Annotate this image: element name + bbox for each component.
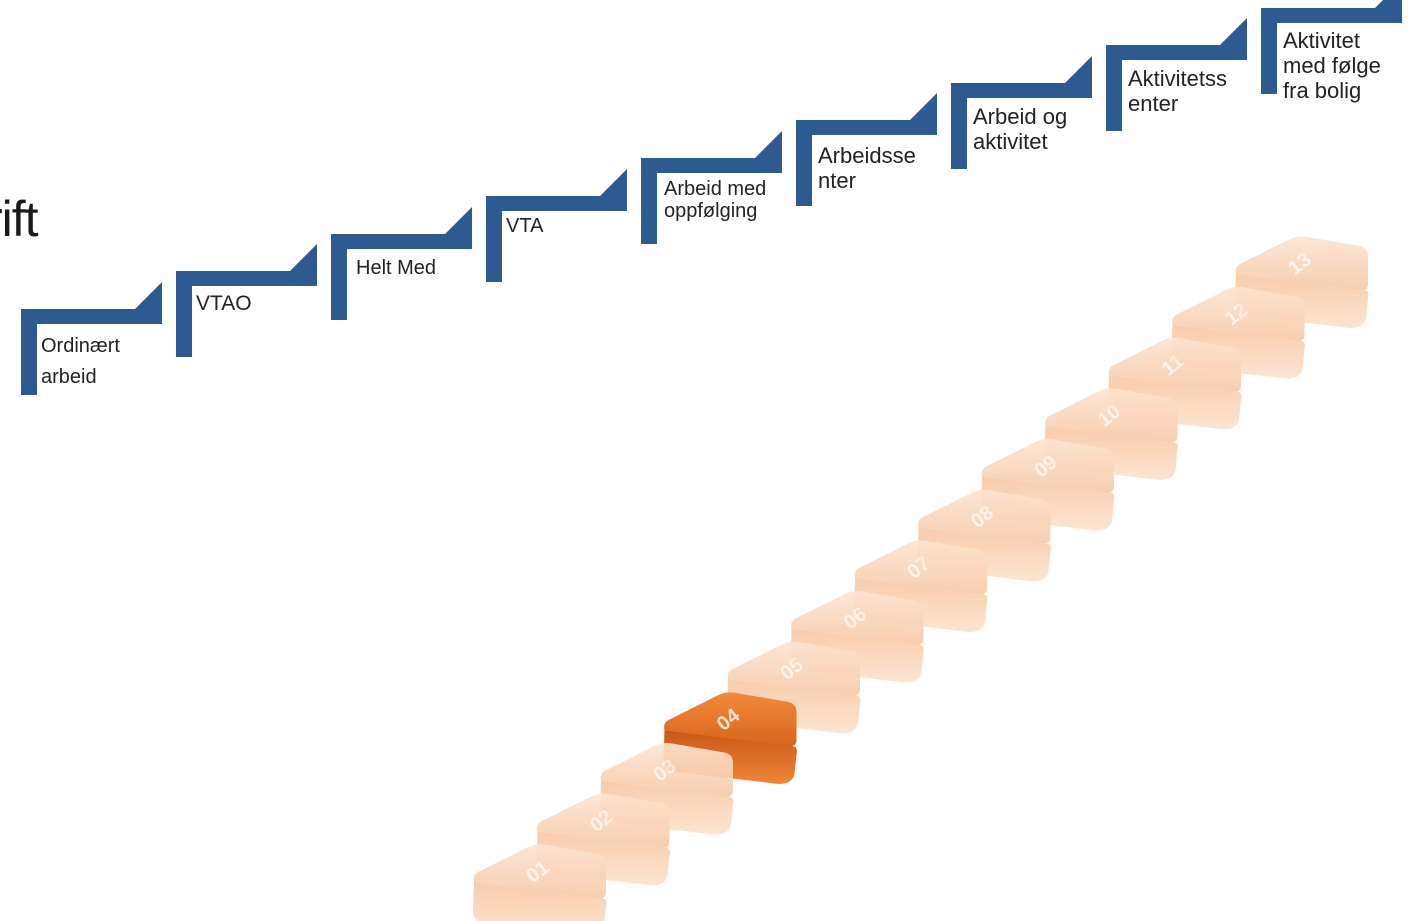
- brick-top-face: [537, 793, 670, 848]
- step-post: [796, 120, 812, 206]
- step-aktivitet-med-folge-fra-bolig: Aktivitet med følge fra bolig: [1261, 0, 1402, 103]
- step-post: [1261, 8, 1277, 94]
- step-label: Ordinært arbeid: [41, 335, 120, 388]
- brick-top-face: [1045, 388, 1178, 443]
- step-post: [641, 158, 657, 244]
- brick-top-face: [664, 692, 797, 747]
- brick-top-face: [1108, 337, 1241, 392]
- brick-07: 07: [854, 540, 988, 632]
- step-vtao: VTAO: [176, 244, 317, 357]
- step-bar: [1106, 45, 1247, 60]
- step-label: Helt Med: [356, 257, 437, 279]
- brick-01: 01: [473, 844, 607, 921]
- step-post: [21, 309, 37, 395]
- step-corner-triangle: [755, 131, 782, 158]
- brick-top-face: [600, 743, 733, 797]
- step-corner-triangle: [600, 169, 627, 196]
- step-aktivitetssenter: Aktivitetss enter: [1106, 18, 1247, 131]
- step-label: Aktivitet med følge fra bolig: [1283, 28, 1381, 103]
- step-vta: VTA: [486, 169, 627, 282]
- step-corner-triangle: [1375, 0, 1402, 8]
- brick-front-face: [473, 882, 607, 921]
- step-post: [176, 271, 192, 357]
- step-corner-triangle: [445, 207, 472, 234]
- step-bar: [486, 196, 627, 211]
- step-arbeid-med-oppfolging: Arbeid med oppfølging: [641, 131, 782, 244]
- brick-top-face: [1172, 287, 1305, 341]
- step-label: Arbeidsse nter: [818, 143, 916, 193]
- step-label: Aktivitetss enter: [1128, 66, 1228, 116]
- step-corner-triangle: [910, 93, 937, 120]
- step-bar: [331, 234, 472, 249]
- step-post: [486, 196, 502, 282]
- brick-top-face: [918, 489, 1051, 544]
- step-helt-med: Helt Med: [331, 207, 472, 320]
- brick-top-face: [473, 844, 606, 899]
- step-bar: [641, 158, 782, 173]
- brick-top-face: [1235, 236, 1368, 291]
- step-bar: [176, 271, 317, 286]
- step-label: VTA: [506, 215, 544, 237]
- step-label: VTAO: [196, 292, 252, 315]
- brick-top-face: [854, 540, 987, 595]
- step-post: [1106, 45, 1122, 131]
- step-corner-triangle: [290, 244, 317, 271]
- step-arbeidssenter: Arbeidsse nter: [796, 93, 937, 206]
- brick-top-face: [727, 641, 860, 696]
- step-bar: [951, 83, 1092, 98]
- cut-off-heading-middle: rift: [0, 191, 39, 247]
- step-corner-triangle: [135, 282, 162, 309]
- step-label: Arbeid med oppfølging: [664, 178, 767, 222]
- step-post: [331, 234, 347, 320]
- step-corner-triangle: [1065, 56, 1092, 83]
- step-label: Arbeid og aktivitet: [973, 104, 1068, 154]
- brick-top-face: [981, 439, 1114, 493]
- step-arbeid-og-aktivitet: Arbeid og aktivitet: [951, 56, 1092, 169]
- step-post: [951, 83, 967, 169]
- step-ordinaert-arbeid: Ordinært arbeid: [21, 282, 162, 395]
- step-bar: [21, 309, 162, 324]
- step-bar: [796, 120, 937, 135]
- step-corner-triangle: [1220, 18, 1247, 45]
- step-bar: [1261, 8, 1402, 23]
- brick-top-face: [791, 591, 924, 645]
